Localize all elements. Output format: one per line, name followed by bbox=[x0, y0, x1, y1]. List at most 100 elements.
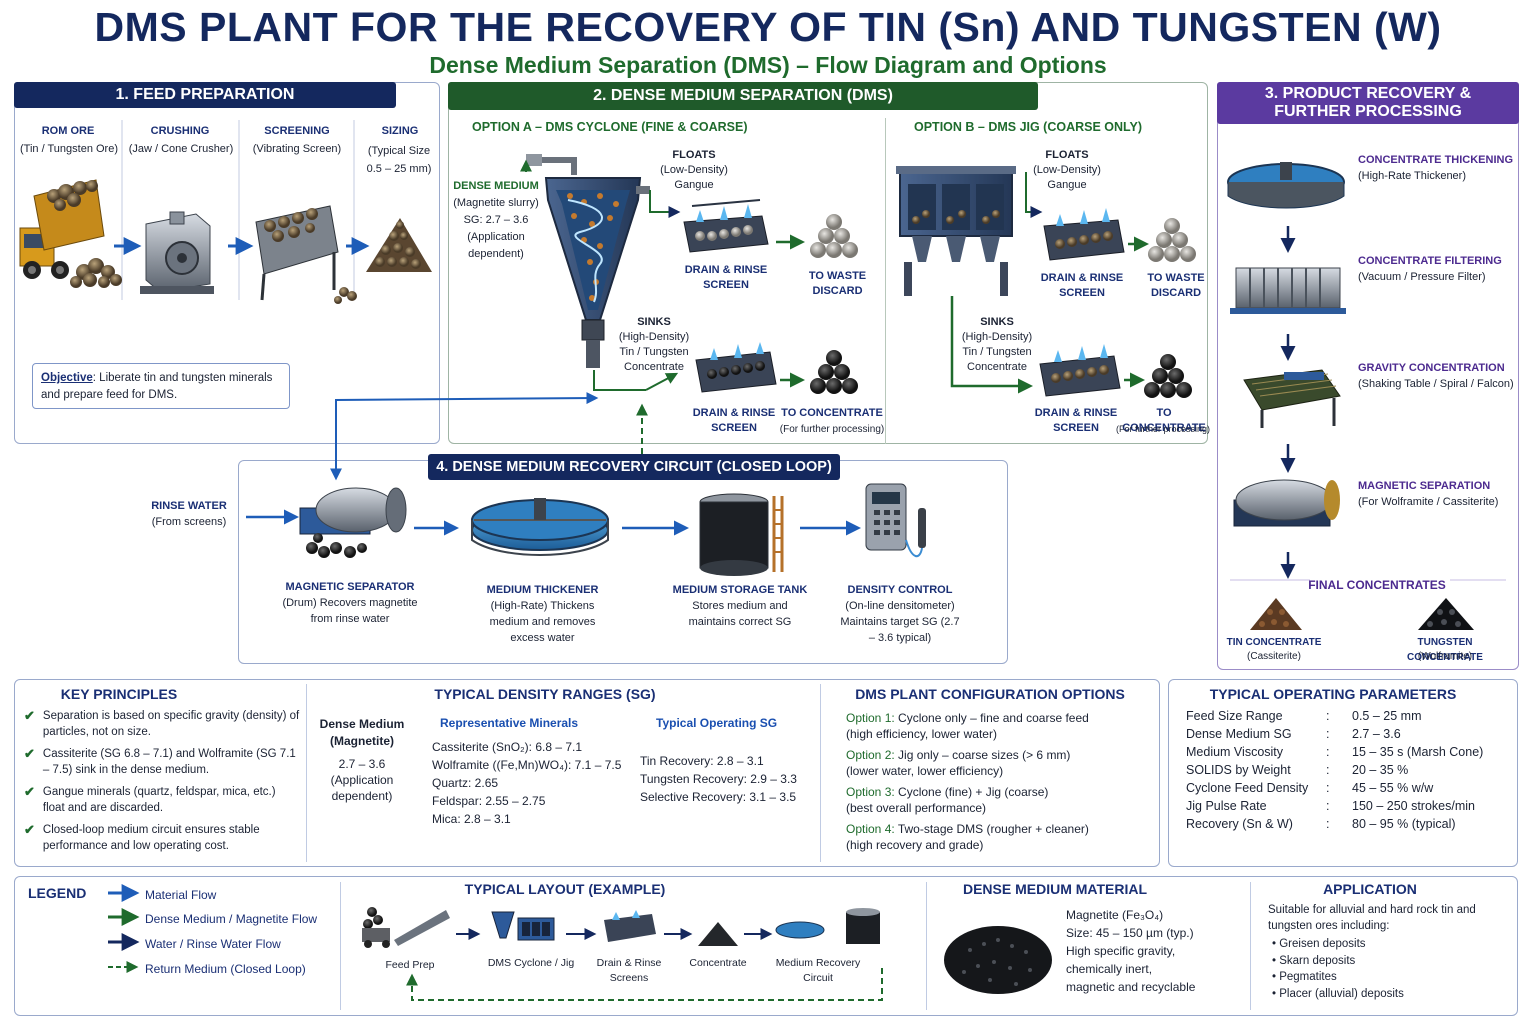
recovery-unit-density: DENSITY CONTROL (On-line densitometer) M… bbox=[840, 582, 960, 646]
param-colon: : bbox=[1326, 709, 1330, 723]
tin-concentrate-name: TIN CONCENTRATE bbox=[1226, 637, 1322, 648]
param-row: Medium Viscosity:15 – 35 s (Marsh Cone) bbox=[1186, 743, 1506, 761]
floats-a-desc: (Low-Density) Gangue bbox=[660, 164, 728, 191]
div4 bbox=[926, 882, 927, 1010]
check-icon: ✔ bbox=[24, 746, 35, 761]
recovery-header: 4. DENSE MEDIUM RECOVERY CIRCUIT (CLOSED… bbox=[428, 454, 840, 480]
option-b-title: OPTION B – DMS JIG (COARSE ONLY) bbox=[914, 120, 1143, 134]
config-option: Option 1: Cyclone only – fine and coarse… bbox=[846, 710, 1146, 742]
product-step-magnetic: MAGNETIC SEPARATION (For Wolframite / Ca… bbox=[1358, 478, 1516, 510]
param-value: 15 – 35 s (Marsh Cone) bbox=[1352, 745, 1484, 759]
sinks-b-callout: SINKS (High-Density) Tin / Tungsten Conc… bbox=[957, 315, 1037, 375]
material-title: DENSE MEDIUM MATERIAL bbox=[962, 881, 1148, 897]
gravity-name: GRAVITY CONCENTRATION bbox=[1358, 362, 1505, 374]
feed-step-sizing-name: SIZING bbox=[381, 125, 419, 137]
material-line: magnetic and recyclable bbox=[1066, 980, 1196, 994]
config-option-note: (best overall performance) bbox=[846, 801, 987, 815]
param-value: 20 – 35 % bbox=[1352, 763, 1409, 777]
param-key: Feed Size Range bbox=[1186, 709, 1283, 723]
params-title: TYPICAL OPERATING PARAMETERS bbox=[1209, 686, 1457, 702]
dense-medium-desc: (Magnetite slurry) SG: 2.7 – 3.6 (Applic… bbox=[453, 197, 539, 260]
key-principle-text: Separation is based on specific gravity … bbox=[42, 710, 300, 738]
param-value: 150 – 250 strokes/min bbox=[1352, 799, 1475, 813]
feed-step-rom-desc: (Tin / Tungsten Ore) bbox=[19, 143, 119, 155]
gravity-desc: (Shaking Table / Spiral / Falcon) bbox=[1358, 378, 1514, 390]
floats-a-callout: FLOATS (Low-Density) Gangue bbox=[655, 148, 733, 193]
config-option-label: Option 4: bbox=[846, 822, 895, 836]
layout-item-4: Concentrate bbox=[689, 957, 747, 969]
legend-title: LEGEND bbox=[28, 885, 87, 901]
mineral-sg-row: Mica: 2.8 – 3.1 bbox=[432, 812, 511, 826]
key-principle-item: ✔Cassiterite (SG 6.8 – 7.1) and Wolframi… bbox=[24, 746, 300, 778]
sinks-a-desc: (High-Density) Tin / Tungsten Concentrat… bbox=[618, 331, 690, 373]
operating-sg-row: Tin Recovery: 2.8 – 3.1 bbox=[640, 754, 764, 768]
sinks-b-desc: (High-Density) Tin / Tungsten Concentrat… bbox=[961, 331, 1033, 373]
material-line: Size: 45 – 150 µm (typ.) bbox=[1066, 926, 1194, 940]
application-item: • Placer (alluvial) deposits bbox=[1272, 987, 1404, 1000]
feed-step-screen-desc: (Vibrating Screen) bbox=[252, 143, 342, 155]
drain-rinse-a1: DRAIN & RINSE SCREEN bbox=[684, 264, 768, 291]
sinks-a-label: SINKS bbox=[637, 316, 671, 328]
density-rep-title: Representative Minerals bbox=[440, 716, 579, 730]
legend-item-1: Material Flow bbox=[145, 888, 217, 902]
thickening-name: CONCENTRATE THICKENING bbox=[1358, 154, 1514, 166]
key-principle-item: ✔Separation is based on specific gravity… bbox=[24, 708, 300, 740]
feed-step-rom-name: ROM ORE bbox=[41, 125, 95, 137]
key-principle-text: Gangue minerals (quartz, feldspar, mica,… bbox=[42, 786, 276, 814]
div5 bbox=[1250, 882, 1251, 1010]
feed-step-crush-name: CRUSHING bbox=[150, 125, 210, 137]
param-colon: : bbox=[1326, 817, 1330, 831]
drain-rinse-a2: DRAIN & RINSE SCREEN bbox=[692, 407, 776, 434]
key-principle-text: Closed-loop medium circuit ensures stabl… bbox=[42, 824, 260, 852]
thickener-desc: (High-Rate) Thickens medium and removes … bbox=[489, 600, 596, 644]
legend-item-4: Return Medium (Closed Loop) bbox=[145, 962, 306, 976]
product-step-thickening: CONCENTRATE THICKENING (High-Rate Thicke… bbox=[1358, 152, 1516, 184]
legend-item-2: Dense Medium / Magnetite Flow bbox=[145, 912, 318, 926]
feed-step-crush-desc: (Jaw / Cone Crusher) bbox=[128, 143, 234, 155]
product-step-gravity: GRAVITY CONCENTRATION (Shaking Table / S… bbox=[1358, 360, 1516, 392]
layout-title: TYPICAL LAYOUT (EXAMPLE) bbox=[464, 881, 666, 897]
legend-item-3: Water / Rinse Water Flow bbox=[145, 937, 281, 951]
objective-label: Objective bbox=[41, 372, 93, 384]
tank-name: MEDIUM STORAGE TANK bbox=[672, 584, 808, 596]
param-key: SOLIDS by Weight bbox=[1186, 763, 1291, 777]
param-row: Dense Medium SG:2.7 – 3.6 bbox=[1186, 725, 1506, 743]
config-option-line: Option 3: Cyclone (fine) + Jig (coarse) bbox=[846, 784, 1146, 800]
param-row: Cyclone Feed Density:45 – 55 % w/w bbox=[1186, 779, 1506, 797]
layout-item-1: Feed Prep bbox=[385, 959, 435, 971]
application-item: • Skarn deposits bbox=[1272, 954, 1356, 967]
thickening-desc: (High-Rate Thickener) bbox=[1358, 170, 1467, 182]
application-title: APPLICATION bbox=[1323, 881, 1417, 897]
material-line: chemically inert, bbox=[1066, 962, 1153, 976]
feed-step-sizing-desc: (Typical Size 0.5 – 25 mm) bbox=[366, 145, 432, 175]
config-option-label: Option 2: bbox=[846, 748, 895, 762]
config-option-label: Option 1: bbox=[846, 711, 895, 725]
config-option-text: Two-stage DMS (rougher + cleaner) bbox=[894, 822, 1089, 836]
layout-item-3: Drain & Rinse Screens bbox=[596, 957, 662, 984]
key-principles-list: ✔ Separation is based on specific gravity… bbox=[24, 708, 300, 860]
config-option-note: (high recovery and grade) bbox=[846, 838, 984, 852]
page-title: DMS PLANT FOR THE RECOVERY OF TIN (Sn) A… bbox=[94, 4, 1442, 50]
param-row: SOLIDS by Weight:20 – 35 % bbox=[1186, 761, 1506, 779]
config-option-note: (lower water, lower efficiency) bbox=[846, 764, 1004, 778]
param-key: Recovery (Sn & W) bbox=[1186, 817, 1293, 831]
rinse-water-from: (From screens) bbox=[151, 516, 227, 528]
config-option: Option 3: Cyclone (fine) + Jig (coarse)(… bbox=[846, 784, 1146, 816]
config-option-note: (high efficiency, lower water) bbox=[846, 727, 997, 741]
filtering-name: CONCENTRATE FILTERING bbox=[1358, 255, 1502, 267]
param-colon: : bbox=[1326, 745, 1330, 759]
recovery-unit-magsep: MAGNETIC SEPARATOR (Drum) Recovers magne… bbox=[280, 579, 420, 627]
to-concentrate-a: TO CONCENTRATE bbox=[781, 407, 883, 419]
config-title: DMS PLANT CONFIGURATION OPTIONS bbox=[855, 686, 1125, 702]
tank-desc: Stores medium and maintains correct SG bbox=[688, 600, 792, 628]
operating-sg-row: Tungsten Recovery: 2.9 – 3.3 bbox=[640, 772, 797, 786]
config-option-line: Option 2: Jig only – coarse sizes (> 6 m… bbox=[846, 747, 1146, 763]
dms-header: 2. DENSE MEDIUM SEPARATION (DMS) bbox=[448, 82, 1038, 110]
drain-rinse-b2: DRAIN & RINSE SCREEN bbox=[1034, 407, 1118, 434]
config-option: Option 2: Jig only – coarse sizes (> 6 m… bbox=[846, 747, 1146, 779]
to-waste-a: TO WASTE DISCARD bbox=[808, 270, 867, 297]
info-row-panel bbox=[14, 679, 1160, 867]
material-list: Magnetite (Fe₃O₄)Size: 45 – 150 µm (typ.… bbox=[1066, 906, 1246, 996]
